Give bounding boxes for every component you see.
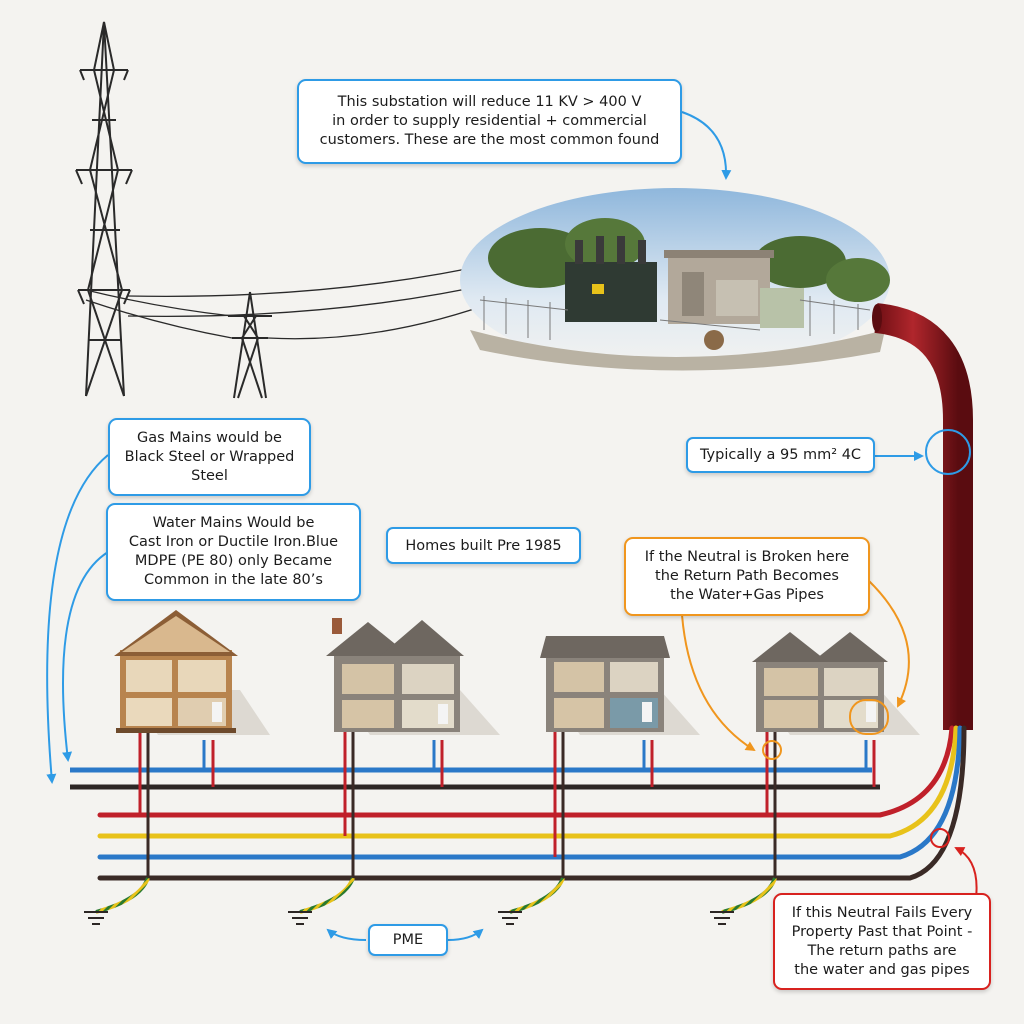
neutral-fails-callout: If this Neutral Fails Every Property Pas… (773, 893, 991, 990)
callout-arrows (46, 111, 978, 941)
substation-image (460, 188, 890, 372)
neutral-fails-callout-line-4: the water and gas pipes (794, 961, 970, 978)
neutral-break-circle-1 (762, 740, 782, 760)
neutral-broken-callout: If the Neutral is Broken here the Return… (624, 537, 870, 616)
homes-callout-text: Homes built Pre 1985 (405, 537, 562, 554)
neutral-fail-circle (930, 828, 950, 848)
neutral-fails-callout-line-2: Property Past that Point - (791, 923, 973, 940)
cable-callout: Typically a 95 mm² 4C (686, 437, 875, 473)
neutral-fails-callout-line-1: If this Neutral Fails Every (791, 904, 973, 921)
gas-mains-callout-line-1: Gas Mains would be (137, 429, 282, 446)
gas-mains-callout-line-2: Black Steel or Wrapped (124, 448, 295, 465)
water-mains-callout-line-1: Water Mains Would be (152, 515, 315, 531)
substation-callout: This substation will reduce 11 KV > 400 … (297, 79, 682, 164)
neutral-broken-callout-line-2: the Return Path Becomes (655, 568, 839, 584)
neutral-broken-callout-line-1: If the Neutral is Broken here (644, 549, 850, 565)
pylon-large-icon (75, 21, 133, 397)
water-mains-callout-line-3: MDPE (PE 80) only Became (134, 553, 333, 569)
pme-label-text: PME (392, 932, 424, 948)
water-mains-callout-line-2: Cast Iron or Ductile Iron.Blue (128, 534, 339, 550)
gas-mains-callout-line-3: Steel (191, 467, 228, 484)
overhead-lines (85, 261, 501, 340)
service-cables (138, 730, 876, 878)
house-3-icon (540, 636, 700, 735)
neutral-break-circle-2 (849, 699, 889, 735)
cable-callout-text: Typically a 95 mm² 4C (699, 447, 862, 463)
house-1-icon (114, 610, 270, 735)
cable-cores (97, 725, 967, 881)
gas-mains-callout: Gas Mains would be Black Steel or Wrappe… (108, 418, 311, 496)
water-mains-callout-line-4: Common in the late 80’s (144, 572, 323, 588)
house-2-icon (326, 618, 500, 735)
substation-callout-line-2: in order to supply residential + commerc… (332, 113, 647, 129)
pme-label: PME (368, 924, 448, 956)
substation-callout-line-3: customers. These are the most common fou… (319, 132, 660, 148)
house-4-icon (752, 632, 920, 735)
earth-symbols (84, 877, 777, 925)
main-cable (874, 303, 973, 730)
homes-callout: Homes built Pre 1985 (386, 527, 581, 564)
neutral-fails-callout-line-3: The return paths are (807, 942, 957, 959)
pylon-small-icon (228, 291, 272, 399)
cable-highlight-circle (925, 429, 971, 475)
neutral-broken-callout-line-3: the Water+Gas Pipes (670, 587, 824, 603)
substation-callout-line-1: This substation will reduce 11 KV > 400 … (337, 94, 642, 110)
water-mains-callout: Water Mains Would be Cast Iron or Ductil… (106, 503, 361, 601)
